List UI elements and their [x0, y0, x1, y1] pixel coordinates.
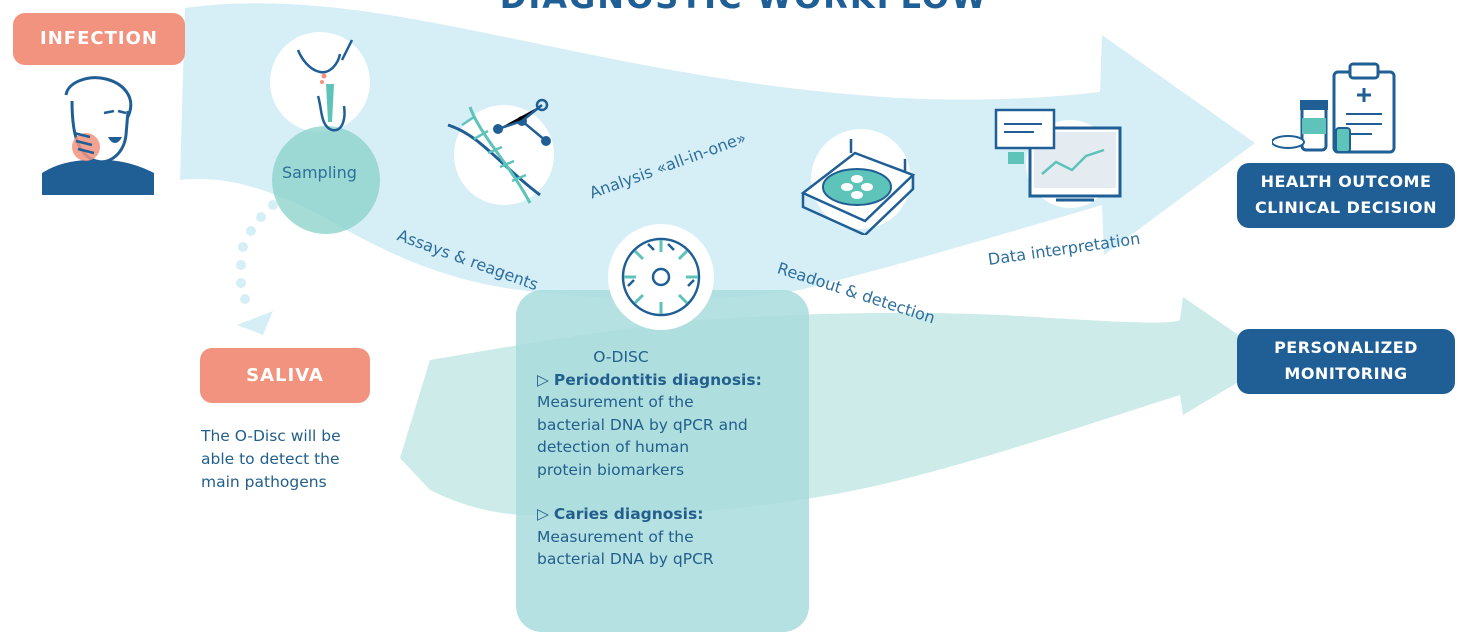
personalized-monitoring-badge: PERSONALIZED MONITORING — [1237, 329, 1455, 394]
saliva-text-line: The O-Disc will be — [201, 427, 341, 445]
caries-heading: ▷ Caries diagnosis: — [537, 503, 807, 526]
disc-reader-icon — [800, 129, 916, 235]
computer-data-icon — [994, 108, 1122, 208]
odisc-description: O-DISC ▷ Periodontitis diagnosis: Measur… — [537, 346, 807, 571]
caries-heading-text: Caries diagnosis: — [553, 505, 704, 523]
clipboard-medicine-icon — [1272, 62, 1396, 154]
o-disc-icon — [608, 224, 714, 330]
play-arrow-bullet-icon: ▷ — [537, 505, 549, 523]
dna-molecule-icon — [447, 98, 554, 205]
man-with-toothache-icon — [42, 76, 154, 195]
saliva-description: The O-Disc will be able to detect the ma… — [201, 425, 401, 494]
saliva-sampling-icon — [270, 32, 380, 234]
perio-line: bacterial DNA by qPCR and — [537, 415, 748, 434]
saliva-text-line: able to detect the — [201, 450, 340, 468]
step-sampling-label: Sampling — [282, 163, 357, 182]
health-outcome-line1: HEALTH OUTCOME — [1260, 172, 1432, 191]
monitoring-line2: MONITORING — [1284, 364, 1408, 383]
saliva-text-line: main pathogens — [201, 473, 327, 491]
monitoring-line1: PERSONALIZED — [1274, 338, 1418, 357]
saliva-badge: SALIVA — [200, 348, 370, 403]
caries-line: bacterial DNA by qPCR — [537, 550, 714, 568]
perio-heading-text: Periodontitis diagnosis: — [553, 370, 762, 389]
perio-heading: ▷ Periodontitis diagnosis: — [537, 369, 807, 392]
infection-badge: INFECTION — [13, 13, 185, 65]
main-workflow-arrow — [180, 3, 1255, 300]
perio-line: protein biomarkers — [537, 460, 685, 479]
odisc-panel — [516, 290, 809, 632]
odisc-title: O-DISC — [593, 348, 649, 366]
health-outcome-line2: CLINICAL DECISION — [1255, 198, 1437, 217]
perio-line: detection of human — [537, 438, 690, 456]
perio-line: Measurement of the — [537, 393, 694, 411]
diagram-title: DIAGNOSTIC WORKFLOW — [484, 0, 1004, 16]
play-arrow-bullet-icon: ▷ — [537, 370, 549, 389]
saliva-dotted-arrow — [236, 200, 278, 335]
health-outcome-badge: HEALTH OUTCOME CLINICAL DECISION — [1237, 163, 1455, 228]
caries-line: Measurement of the — [537, 527, 694, 546]
